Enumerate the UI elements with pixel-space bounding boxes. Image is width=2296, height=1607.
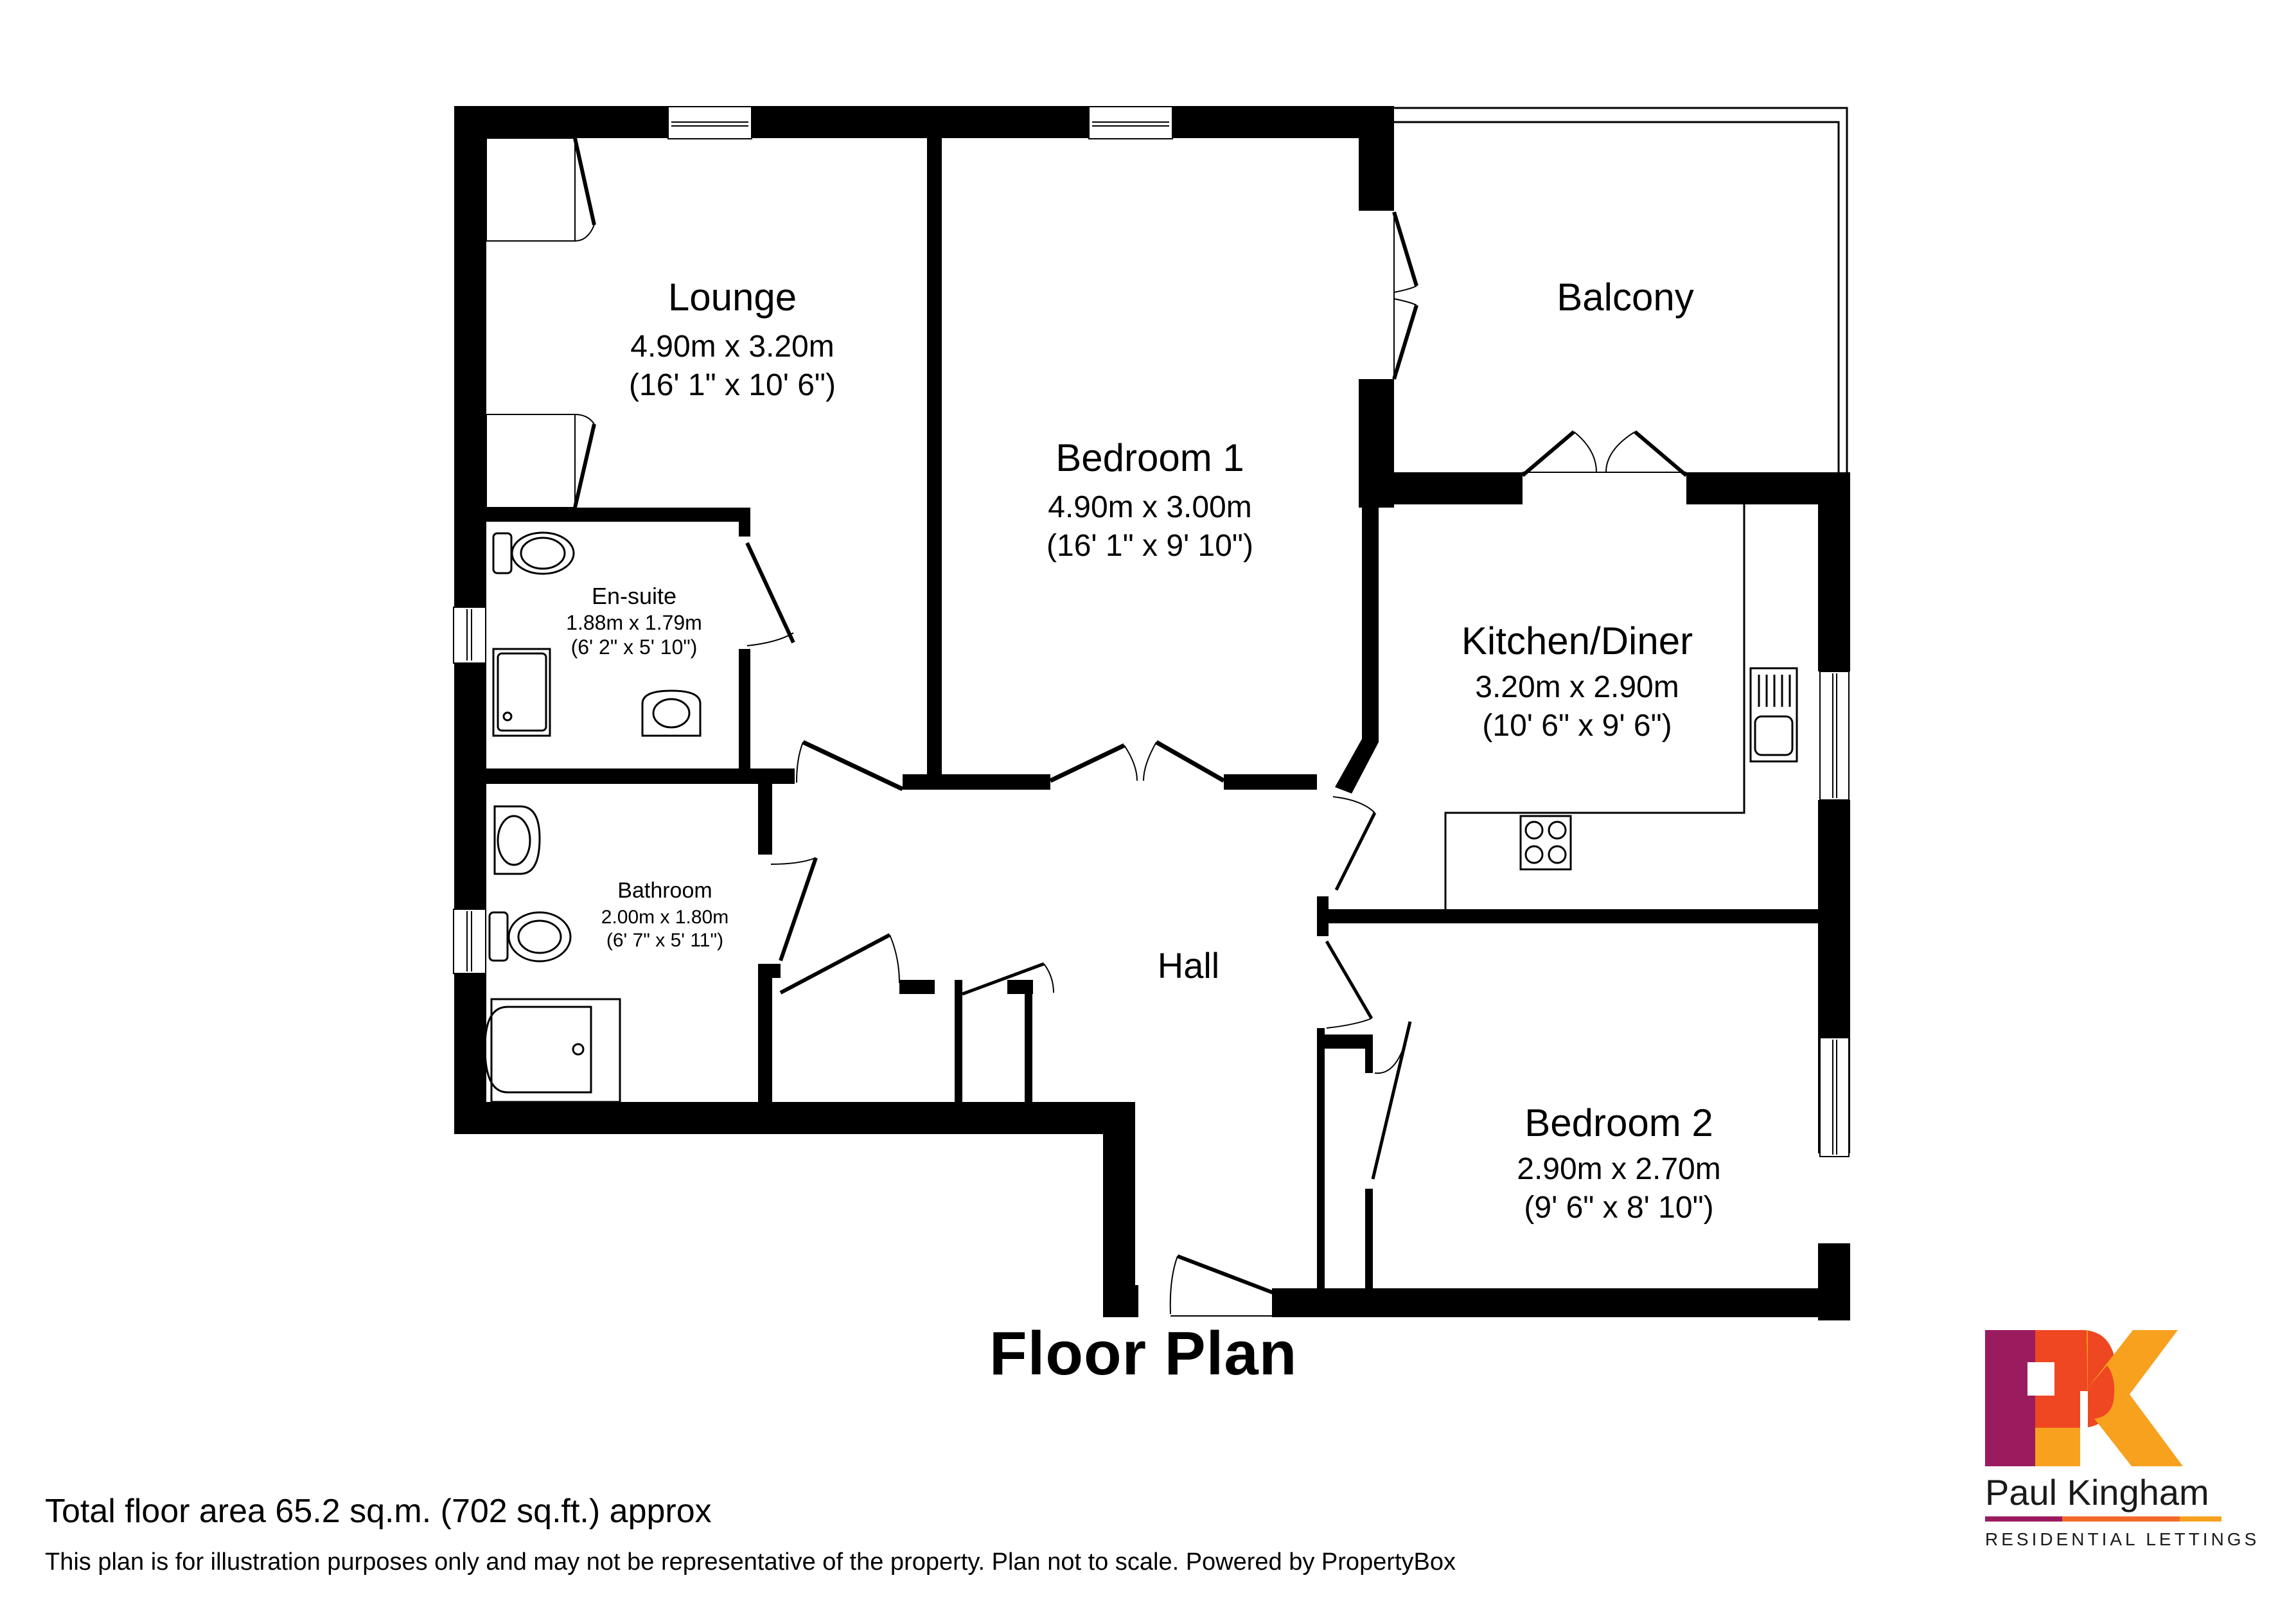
room-dimensions-metric: 4.90m x 3.20m — [630, 330, 834, 364]
room-name: Bedroom 2 — [1524, 1101, 1713, 1144]
total-floor-area: Total floor area 65.2 sq.m. (702 sq.ft.)… — [45, 1493, 712, 1530]
room-dimensions-metric: 2.00m x 1.80m — [601, 907, 729, 928]
room-hall-label: Hall — [1158, 945, 1219, 986]
toilet-icon — [488, 911, 509, 962]
room-dimensions-imperial: (16' 1" x 10' 6") — [629, 368, 836, 402]
room-bedroom1-label: Bedroom 1 4.90m x 3.00m (16' 1" x 9' 10"… — [1046, 436, 1253, 563]
room-dimensions-metric: 4.90m x 3.00m — [1048, 490, 1251, 524]
room-dimensions-metric: 3.20m x 2.90m — [1475, 670, 1679, 704]
room-name: Bathroom — [617, 878, 712, 903]
logo-tagline: RESIDENTIAL LETTINGS — [1985, 1529, 2260, 1549]
pk-monogram-icon — [1985, 1330, 2183, 1466]
sink-icon — [1749, 667, 1798, 763]
room-name: Kitchen/Diner — [1461, 619, 1693, 662]
room-kitchen-label: Kitchen/Diner 3.20m x 2.90m (10' 6" x 9'… — [1461, 619, 1693, 743]
logo-color-bar — [1985, 1516, 2221, 1522]
room-lounge-label: Lounge 4.90m x 3.20m (16' 1" x 10' 6") — [629, 276, 836, 402]
room-ensuite-label: En-suite 1.88m x 1.79m (6' 2" x 5' 10") — [566, 583, 702, 659]
room-name: Lounge — [668, 276, 797, 319]
room-bedroom2-label: Bedroom 2 2.90m x 2.70m (9' 6" x 8' 10") — [1517, 1101, 1720, 1225]
room-name: Hall — [1158, 945, 1219, 986]
balcony-railing — [1394, 107, 1848, 472]
basin-icon — [641, 689, 702, 737]
plan-title: Floor Plan — [989, 1319, 1298, 1388]
room-name: En-suite — [592, 583, 676, 609]
doors — [486, 138, 1688, 1317]
room-dimensions-metric: 2.90m x 2.70m — [1517, 1152, 1720, 1186]
room-balcony-label: Balcony — [1557, 276, 1693, 319]
windows — [453, 106, 1850, 1157]
room-name: Balcony — [1557, 276, 1693, 319]
room-dimensions-imperial: (10' 6" x 9' 6") — [1482, 709, 1672, 743]
room-dimensions-imperial: (6' 2" x 5' 10") — [571, 635, 698, 659]
shower-tray-icon — [492, 648, 551, 737]
bath-icon — [490, 998, 621, 1103]
paul-kingham-logo: Paul Kingham RESIDENTIAL LETTINGS — [1966, 1311, 2256, 1549]
room-name: Bedroom 1 — [1055, 436, 1244, 479]
basin-icon — [493, 805, 541, 875]
room-bathroom-label: Bathroom 2.00m x 1.80m (6' 7" x 5' 11") — [601, 878, 729, 951]
toilet-icon — [492, 532, 513, 574]
room-dimensions-imperial: (16' 1" x 9' 10") — [1046, 529, 1253, 563]
room-dimensions-imperial: (9' 6" x 8' 10") — [1524, 1191, 1713, 1225]
hob-icon — [1519, 815, 1572, 871]
room-dimensions-metric: 1.88m x 1.79m — [566, 611, 702, 634]
kitchen-counter — [1444, 504, 1745, 909]
room-dimensions-imperial: (6' 7" x 5' 11") — [606, 930, 723, 951]
logo-company-name: Paul Kingham — [1985, 1472, 2209, 1513]
disclaimer-text: This plan is for illustration purposes o… — [45, 1549, 1456, 1576]
fixtures — [484, 504, 1798, 1103]
